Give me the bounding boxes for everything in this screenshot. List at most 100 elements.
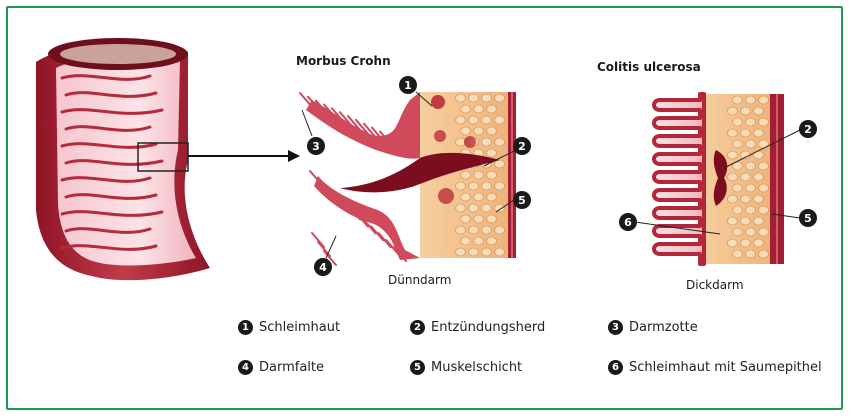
tissue-cell xyxy=(745,184,755,192)
svg-text:6: 6 xyxy=(624,216,632,229)
tissue-cell xyxy=(740,173,750,181)
legend-number-badge: 3 xyxy=(608,320,623,335)
svg-text:2: 2 xyxy=(518,140,526,153)
legend-label: Schleimhaut xyxy=(259,320,340,335)
svg-text:2: 2 xyxy=(804,123,812,136)
tissue-cell xyxy=(732,140,742,148)
marker-1-crohn: 1 xyxy=(399,76,417,94)
tissue-cell xyxy=(469,248,479,256)
tissue-cell xyxy=(740,129,750,137)
tissue-cell xyxy=(732,250,742,258)
tissue-cell xyxy=(740,107,750,115)
tissue-cell xyxy=(482,94,492,102)
tissue-cell xyxy=(482,116,492,124)
legend-number-badge: 6 xyxy=(608,360,623,375)
tissue-cell xyxy=(461,215,471,223)
tissue-cell xyxy=(758,118,768,126)
marker-2-colitis: 2 xyxy=(799,120,817,138)
tissue-cell xyxy=(487,127,497,135)
tissue-cell xyxy=(487,237,497,245)
morbus-crohn-section xyxy=(300,92,516,265)
legend-number-badge: 4 xyxy=(238,360,253,375)
tissue-cell xyxy=(732,96,742,104)
tissue-cell xyxy=(456,226,466,234)
tissue-cell xyxy=(727,195,737,203)
tissue-cell xyxy=(745,96,755,104)
tissue-cell xyxy=(753,195,763,203)
legend-item-darmzotte: 3 Darmzotte xyxy=(608,320,698,335)
marker-5-colitis: 5 xyxy=(799,209,817,227)
dickdarm-label: Dickdarm xyxy=(686,278,744,292)
intestine-tube xyxy=(36,38,300,280)
marker-6-colitis: 6 xyxy=(619,213,637,231)
tissue-cell xyxy=(461,237,471,245)
tissue-cell xyxy=(495,204,505,212)
tissue-cell xyxy=(753,173,763,181)
tissue-cell xyxy=(753,217,763,225)
tissue-cell xyxy=(732,184,742,192)
tissue-cell xyxy=(495,116,505,124)
svg-text:5: 5 xyxy=(804,212,812,225)
tissue-cell xyxy=(474,215,484,223)
tissue-cell xyxy=(495,226,505,234)
legend-item-schleimhaut-mit-saumepithel: 6 Schleimhaut mit Saumepithel xyxy=(608,360,822,375)
tissue-cell xyxy=(745,118,755,126)
tissue-cell xyxy=(758,96,768,104)
tissue-cell xyxy=(474,127,484,135)
tissue-cell xyxy=(745,250,755,258)
legend-number-badge: 5 xyxy=(410,360,425,375)
tissue-cell xyxy=(740,239,750,247)
tissue-cell xyxy=(456,204,466,212)
tissue-cell xyxy=(461,127,471,135)
legend-label: Entzündungsherd xyxy=(431,320,545,335)
tissue-cell xyxy=(474,193,484,201)
tissue-cell xyxy=(740,217,750,225)
tissue-cell xyxy=(487,215,497,223)
tissue-cell xyxy=(482,138,492,146)
villus xyxy=(310,171,316,178)
tissue-cell xyxy=(727,239,737,247)
marker-5-crohn: 5 xyxy=(513,191,531,209)
tissue-cell xyxy=(745,140,755,148)
tissue-cell xyxy=(474,171,484,179)
legend-item-entzuendungsherd: 2 Entzündungsherd xyxy=(410,320,545,335)
duenndarm-label: Dünndarm xyxy=(388,273,451,287)
legend-number-badge: 2 xyxy=(410,320,425,335)
villus xyxy=(300,93,306,100)
tissue-cell xyxy=(474,105,484,113)
tissue-cell xyxy=(727,173,737,181)
tissue-cell xyxy=(495,94,505,102)
tissue-cell xyxy=(758,184,768,192)
legend-number-badge: 1 xyxy=(238,320,253,335)
colitis-ulcerosa-section xyxy=(654,94,784,264)
tissue-cell xyxy=(487,149,497,157)
legend-item-schleimhaut: 1 Schleimhaut xyxy=(238,320,340,335)
tissue-cell xyxy=(456,248,466,256)
tissue-cell xyxy=(758,250,768,258)
tissue-cell xyxy=(727,217,737,225)
morbus-crohn-title: Morbus Crohn xyxy=(296,54,391,68)
tissue-cell xyxy=(495,248,505,256)
tissue-cell xyxy=(487,193,497,201)
tissue-cell xyxy=(753,129,763,137)
tissue-cell xyxy=(461,193,471,201)
tissue-cell xyxy=(727,129,737,137)
tissue-cell xyxy=(461,105,471,113)
svg-text:4: 4 xyxy=(319,261,327,274)
tissue-cell xyxy=(495,182,505,190)
tissue-cell xyxy=(482,248,492,256)
tissue-cell xyxy=(727,107,737,115)
tissue-cell xyxy=(745,162,755,170)
svg-text:3: 3 xyxy=(312,140,320,153)
tissue-cell xyxy=(732,228,742,236)
legend-item-muskelschicht: 5 Muskelschicht xyxy=(410,360,522,375)
tissue-cell xyxy=(469,182,479,190)
tissue-cell xyxy=(487,105,497,113)
tissue-cell xyxy=(456,116,466,124)
tissue-cell xyxy=(461,171,471,179)
tissue-cell xyxy=(758,206,768,214)
legend-label: Schleimhaut mit Saumepithel xyxy=(629,360,822,375)
tissue-cell xyxy=(727,151,737,159)
svg-text:5: 5 xyxy=(518,194,526,207)
tissue-cell xyxy=(753,107,763,115)
